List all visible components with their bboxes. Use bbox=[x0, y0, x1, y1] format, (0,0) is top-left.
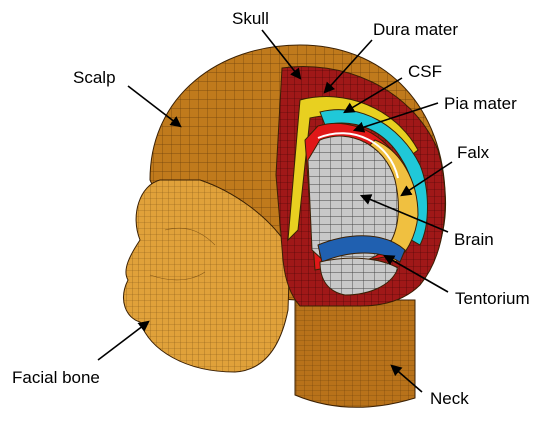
label-brain: Brain bbox=[454, 230, 494, 249]
label-skull: Skull bbox=[232, 9, 269, 28]
label-pia-mater: Pia mater bbox=[444, 94, 517, 113]
scalp-arrow bbox=[127, 85, 182, 128]
pointer-arrows bbox=[97, 29, 453, 393]
label-csf: CSF bbox=[408, 62, 442, 81]
facial-bone-arrow bbox=[97, 320, 150, 361]
falx-arrow bbox=[400, 161, 453, 197]
label-scalp: Scalp bbox=[73, 68, 116, 87]
label-falx: Falx bbox=[457, 143, 490, 162]
neck-region bbox=[294, 299, 416, 408]
dura-mater-arrow bbox=[323, 39, 373, 94]
cutaway-section bbox=[275, 66, 446, 307]
label-dura-mater: Dura mater bbox=[373, 20, 458, 39]
pia-mater-arrow bbox=[352, 102, 439, 133]
label-facial-bone: Facial bone bbox=[12, 368, 100, 387]
brain-arrow bbox=[359, 194, 449, 233]
tentorium-arrow bbox=[383, 254, 449, 293]
label-tentorium: Tentorium bbox=[455, 289, 530, 308]
face-region bbox=[123, 179, 291, 373]
csf-arrow bbox=[343, 77, 403, 114]
label-neck: Neck bbox=[430, 389, 469, 408]
skull-arrow bbox=[261, 29, 302, 80]
neck-arrow bbox=[390, 364, 423, 393]
labels: Skull Dura mater CSF Pia mater Falx Brai… bbox=[12, 9, 530, 408]
